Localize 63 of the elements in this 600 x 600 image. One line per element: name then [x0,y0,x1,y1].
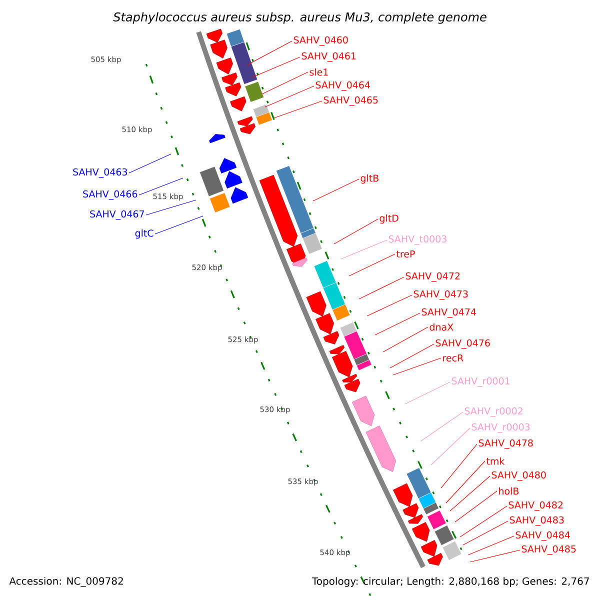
leader-line [450,476,490,512]
leader-line [390,344,434,368]
gene-label: SAHV_0482 [508,501,563,511]
leader-line [128,154,172,174]
leader-line [382,326,428,352]
gene-label: sle1 [310,68,328,76]
gene-label: SAHV_0476 [436,339,490,349]
gene-label: recR [443,354,464,362]
gene-label: gltB [360,174,378,184]
leader-line [470,550,520,562]
gene-label: dnaX [430,323,454,331]
leader-line [138,178,184,196]
gene-label: SAHV_0473 [414,290,468,300]
gene-label: SAHV_0472 [406,272,460,282]
gene-label: tmk [486,457,505,465]
leader-line [146,200,196,216]
gene-label: SAHV_0466 [83,190,138,200]
gene-label: SAHV_0467 [90,210,144,220]
gene-label: holB [499,487,519,495]
leader-line [462,520,508,546]
gene-label: SAHV_0485 [522,545,576,555]
leader-line [430,428,470,466]
gene-label: treP [396,250,415,258]
leader-line [262,72,308,94]
leader-line [340,240,388,260]
gene-label: SAHV_r0001 [452,377,510,387]
gene-label: SAHV_0461 [302,52,356,62]
gene-label: gltD [380,214,398,224]
gene-label: SAHV_0460 [294,36,348,46]
gene-label: SAHV_0480 [492,471,546,481]
gene-label: SAHV_0464 [316,81,370,91]
leader-line [154,216,204,234]
gene-label: SAHV_0474 [422,308,476,318]
leader-line [374,312,420,336]
accession-text: Accession: NC_009782 [9,577,123,587]
gene-label: gltC [135,229,154,239]
leader-line [348,254,396,276]
leader-line [366,294,412,316]
leader-line [392,358,442,376]
leader-line [264,86,314,108]
genome-summary-text: Topology: circular; Length: 2,880,168 bp; Genes: 2,767 [312,577,589,587]
leader-line [334,218,378,244]
gene-label: SAHV_0484 [516,531,570,541]
gene-label: SAHV_0463 [73,168,128,178]
leader-line [460,506,508,538]
leader-line [446,460,486,504]
gene-label: SAHV_0465 [324,96,378,106]
leader-line [252,56,300,78]
leader-line [246,40,292,66]
leader-line [274,100,322,118]
title: Staphylococcus aureus subsp. aureus Mu3, complete genome [113,12,486,24]
leader-line [440,444,478,488]
gene-label: SAHV_r0002 [464,407,522,417]
leader-line [454,490,498,522]
leader-line [468,536,514,556]
leader-line [420,412,464,442]
gene-label: SAHV_0478 [478,439,533,449]
leader-line [358,276,404,300]
gene-label: SAHV_r0003 [472,423,530,433]
leader-line [312,178,360,202]
gene-label: SAHV_t0003 [388,235,446,245]
leader-line [404,382,450,404]
gene-label: SAHV_0483 [510,516,564,526]
